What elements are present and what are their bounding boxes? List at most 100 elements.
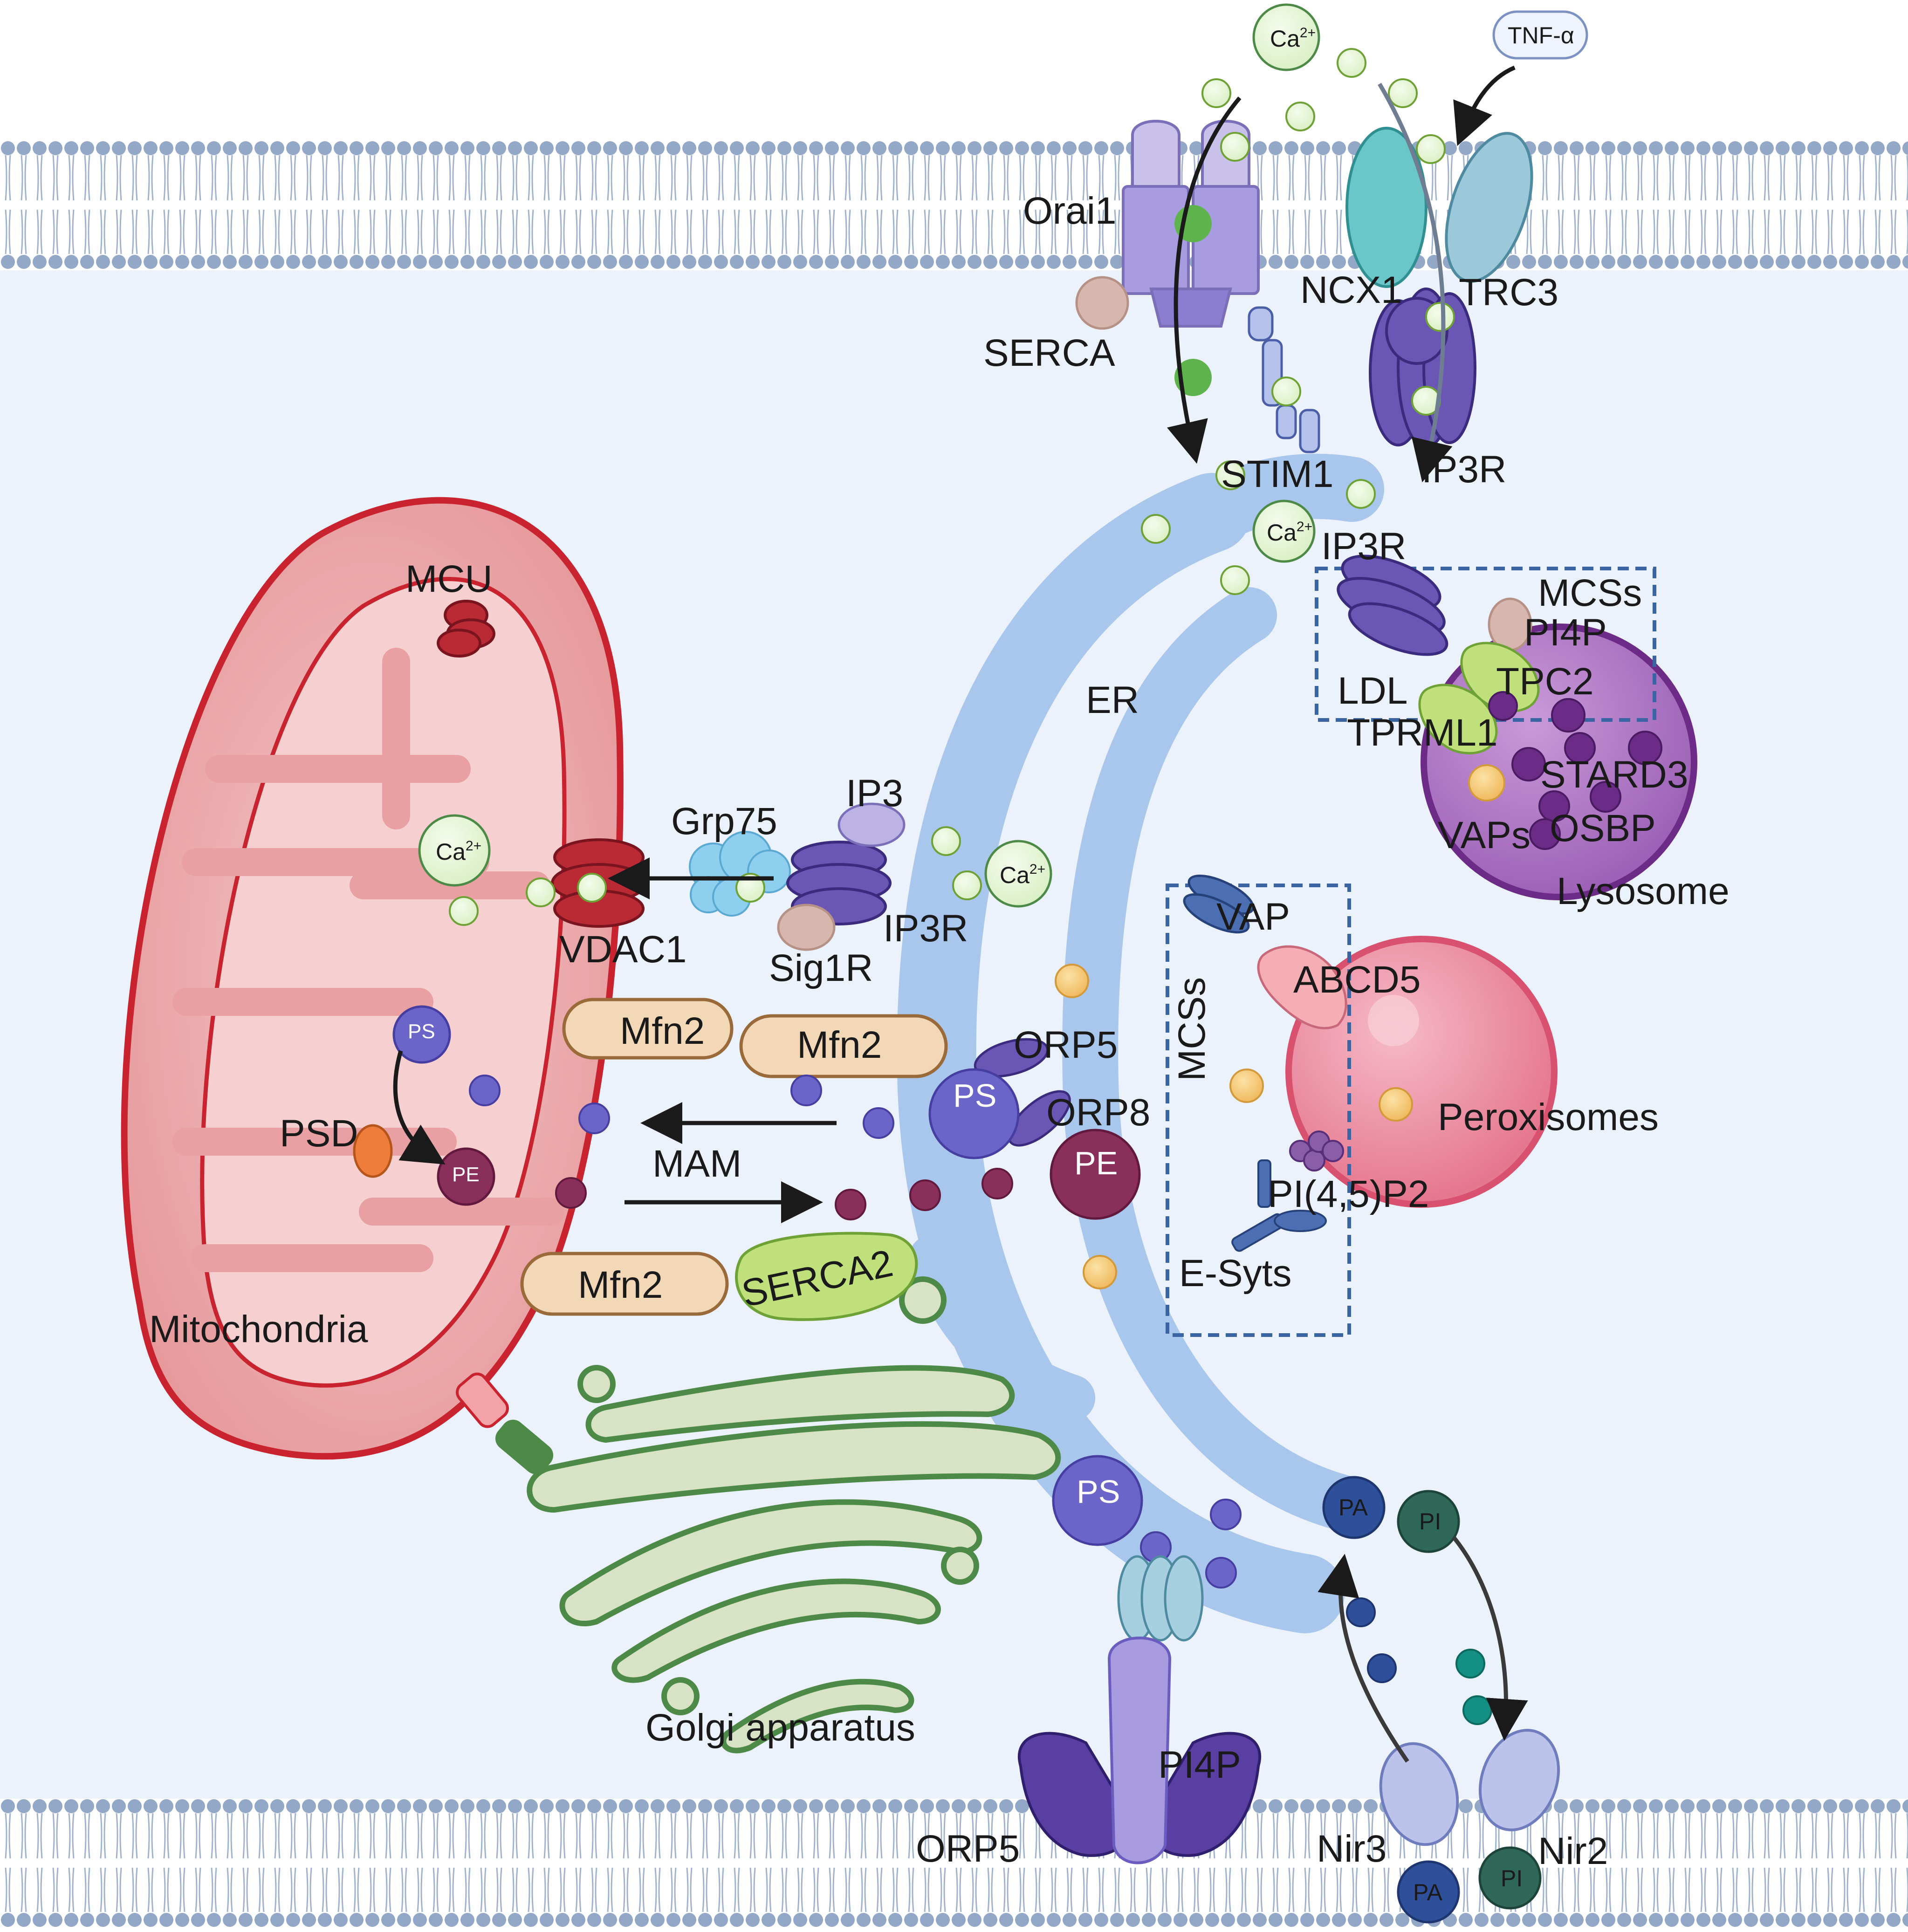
pa-pi-dots xyxy=(1346,1597,1492,1725)
plasma-membrane-bottom xyxy=(0,1798,1908,1928)
ca-top-bubble xyxy=(1252,3,1320,71)
nir2-protein xyxy=(1478,1729,1560,1831)
mitochondria-label: Mitochondria xyxy=(149,1308,368,1350)
nir3-protein xyxy=(1379,1742,1459,1846)
vap-protein xyxy=(1183,874,1255,934)
mcu xyxy=(437,600,495,658)
mcu-label: MCU xyxy=(405,558,493,600)
orp8-label: ORP8 xyxy=(1046,1091,1150,1134)
tether-green xyxy=(495,1419,554,1474)
mcss-lysosome-label: MCSs xyxy=(1538,572,1642,614)
tnf-alpha-label: TNF-α xyxy=(1508,22,1574,48)
tether-pink xyxy=(456,1372,509,1428)
nir2-label: Nir2 xyxy=(1538,1830,1608,1872)
psd-enzyme xyxy=(353,1124,393,1178)
tprml1 xyxy=(1418,684,1498,754)
orp5-mam-protein xyxy=(974,1038,1049,1078)
peroxisome-highlight xyxy=(1368,995,1419,1046)
ldl-particle xyxy=(1468,764,1505,802)
pe-mito-circle xyxy=(437,1147,495,1206)
mam-label: MAM xyxy=(652,1143,741,1185)
ca-er-bubble xyxy=(1252,500,1316,563)
serca-label: SERCA xyxy=(983,332,1115,374)
serca2-pump xyxy=(735,1232,918,1321)
trc3 xyxy=(1445,132,1533,283)
stim1 xyxy=(1248,306,1320,453)
pa-top-circle xyxy=(1322,1476,1386,1539)
golgi-apparatus xyxy=(527,1276,1061,1754)
abcd5-transporter xyxy=(1257,945,1347,1029)
pe-lipid-dots xyxy=(555,1168,1013,1220)
plasma-membrane-top xyxy=(0,140,1908,270)
ca-mam-bubble xyxy=(984,840,1052,908)
abcd5-label: ABCD5 xyxy=(1293,959,1421,1001)
ca-mito-bubble xyxy=(418,814,491,887)
ca-mito-label: Ca2+ xyxy=(436,838,481,865)
pi45p2-label: PI(4,5)P2 xyxy=(1268,1173,1429,1215)
tprml1-label: TPRML1 xyxy=(1347,712,1498,754)
pe-mito-label: PE xyxy=(452,1163,480,1186)
vap-label: VAP xyxy=(1216,896,1290,938)
ip3r-mam-label: IP3R xyxy=(883,907,968,950)
mfn2-c-label: Mfn2 xyxy=(578,1264,663,1306)
pi4p-pm-label: PI4P xyxy=(1158,1744,1241,1786)
ip3-label: IP3 xyxy=(846,772,903,815)
ps-mito-label: PS xyxy=(408,1020,435,1043)
tpc2 xyxy=(1460,642,1540,713)
orai1-channel xyxy=(1122,120,1260,396)
ca-mam-label: Ca2+ xyxy=(1000,862,1045,888)
vaps-label: VAPs xyxy=(1438,814,1531,856)
pi-bottom-label: PI xyxy=(1501,1865,1523,1891)
grp75-label: Grp75 xyxy=(671,800,777,843)
mitochondrion xyxy=(121,497,624,1460)
mfn2-box-b xyxy=(739,1014,948,1078)
ncx1-label: NCX1 xyxy=(1300,269,1402,311)
mfn2-box-a xyxy=(562,998,734,1060)
mcss-peroxisome-label: MCSs xyxy=(1171,977,1213,1081)
sig1r-label: Sig1R xyxy=(769,947,873,989)
serca-pump xyxy=(1075,276,1129,330)
peroxisomes-label: Peroxisomes xyxy=(1438,1096,1659,1138)
esyts-label: E-Syts xyxy=(1179,1252,1291,1295)
trc3-label: TRC3 xyxy=(1459,271,1558,314)
ca-er-label: Ca2+ xyxy=(1267,519,1312,546)
orp5-mam-label: ORP5 xyxy=(1014,1024,1118,1066)
arrows xyxy=(393,65,1528,1763)
pe-big-label: PE xyxy=(1074,1145,1118,1181)
pi-top-circle xyxy=(1397,1490,1460,1553)
stim1-label: STIM1 xyxy=(1221,453,1333,495)
ps-golgi-label: PS xyxy=(1077,1473,1120,1510)
orp5-pm-protein xyxy=(1017,1637,1262,1864)
ps-big-circle xyxy=(928,1068,1020,1159)
ca-top-label: Ca2+ xyxy=(1270,25,1316,52)
vdac1-label: VDAC1 xyxy=(559,928,686,971)
pa-bottom-label: PA xyxy=(1413,1879,1443,1905)
ps-mito-circle xyxy=(392,1005,451,1064)
pi45p2-protein xyxy=(1289,1130,1344,1172)
er-label: ER xyxy=(1086,679,1139,721)
ps-lipid-dots xyxy=(469,1075,1242,1589)
gold-lipid-dots xyxy=(1055,964,1413,1289)
mfn2-b-label: Mfn2 xyxy=(797,1024,882,1066)
calcium-ions xyxy=(449,48,1455,926)
pi4p-lysosome-label: PI4P xyxy=(1524,611,1607,654)
pi-bottom-circle xyxy=(1478,1846,1542,1910)
ip3r-top-label: IP3R xyxy=(1421,448,1506,491)
mfn2-a-label: Mfn2 xyxy=(620,1010,705,1052)
lysosome-label: Lysosome xyxy=(1557,870,1730,912)
psd-label: PSD xyxy=(280,1112,358,1155)
peroxisome xyxy=(1285,936,1558,1208)
ip3r-er-label: IP3R xyxy=(1321,525,1406,568)
ip3r-er-cluster xyxy=(1337,555,1448,656)
golgi-label: Golgi apparatus xyxy=(645,1706,915,1749)
orp5-pm-label: ORP5 xyxy=(916,1828,1020,1870)
ps-big-label: PS xyxy=(953,1077,996,1114)
lysosome-cargo xyxy=(1488,691,1662,850)
orai1-label: Orai1 xyxy=(1023,190,1117,232)
osbp-label: OSBP xyxy=(1550,807,1656,850)
golgi-channel xyxy=(1117,1555,1204,1642)
ps-golgi-circle xyxy=(1052,1455,1143,1546)
nir3-label: Nir3 xyxy=(1317,1828,1386,1870)
tnf-alpha-badge xyxy=(1492,10,1588,60)
